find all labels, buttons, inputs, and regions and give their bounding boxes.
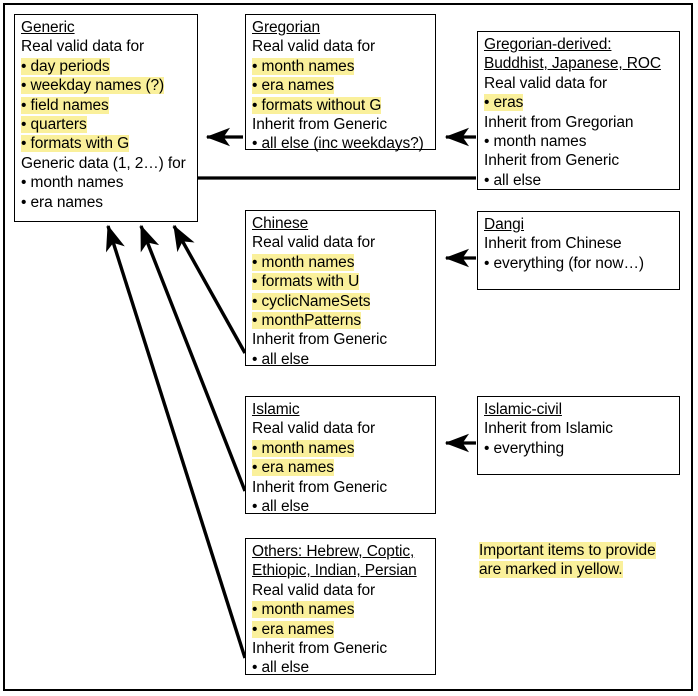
box-generic-title: Generic — [21, 19, 75, 36]
box-islamic-civil-line-2: • everything — [484, 439, 565, 457]
box-islamic-line-3: • era names — [252, 459, 334, 477]
box-chinese-title: Chinese — [252, 215, 309, 232]
box-dangi[interactable]: Dangi Inherit from Chinese • everything … — [477, 211, 680, 290]
box-gregorian[interactable]: Gregorian Real valid data for • month na… — [245, 14, 436, 153]
box-islamic-title: Islamic — [252, 401, 300, 418]
box-chinese-line-5: • monthPatterns — [252, 312, 362, 330]
box-others-title-2: Ethiopic, Indian, Persian — [252, 562, 417, 580]
box-islamic-line-4: Inherit from Generic — [252, 478, 387, 496]
box-dangi-title: Dangi — [484, 216, 524, 233]
box-others-line-5: Inherit from Generic — [252, 640, 387, 658]
box-generic-line-9: • era names — [21, 193, 103, 211]
legend-note-line-1: Important items to provide — [479, 542, 656, 559]
box-gregorian-derived-title-2: Buddhist, Japanese, ROC — [484, 55, 661, 73]
box-gregorian-derived-line-5: • month names — [484, 133, 587, 151]
box-chinese-line-4: • cyclicNameSets — [252, 292, 371, 310]
box-gregorian-derived-line-6: Inherit from Generic — [484, 152, 619, 170]
box-islamic-line-1: Real valid data for — [252, 420, 376, 438]
box-gregorian-derived-line-2: Real valid data for — [484, 74, 608, 92]
box-generic-line-1: Real valid data for — [21, 38, 145, 56]
box-others-line-6: • all else — [252, 659, 309, 677]
box-chinese[interactable]: Chinese Real valid data for • month name… — [245, 210, 436, 368]
box-generic-line-2: • day periods — [21, 57, 110, 75]
box-gregorian-line-1: Real valid data for — [252, 38, 376, 56]
legend-note: Important items to provide are marked in… — [479, 541, 684, 580]
box-generic-line-7: Generic data (1, 2…) for — [21, 154, 186, 172]
box-islamic[interactable]: Islamic Real valid data for • month name… — [245, 396, 436, 516]
box-dangi-line-2: • everything (for now…) — [484, 254, 644, 272]
box-dangi-line-1: Inherit from Chinese — [484, 235, 622, 253]
box-chinese-line-1: Real valid data for — [252, 234, 376, 252]
box-others[interactable]: Others: Hebrew, Coptic, Ethiopic, Indian… — [245, 538, 436, 677]
box-gregorian-line-6: • all else (inc weekdays?) — [252, 135, 424, 153]
box-chinese-line-7: • all else — [252, 350, 309, 368]
box-gregorian-line-3: • era names — [252, 77, 334, 95]
box-gregorian-line-4: • formats without G — [252, 96, 382, 114]
box-gregorian-line-5: Inherit from Generic — [252, 116, 387, 134]
box-chinese-line-6: Inherit from Generic — [252, 331, 387, 349]
box-chinese-line-2: • month names — [252, 253, 355, 271]
box-gregorian-title: Gregorian — [252, 19, 321, 36]
box-generic-line-4: • field names — [21, 96, 109, 114]
box-others-title-1: Others: Hebrew, Coptic, — [252, 543, 415, 560]
box-islamic-civil-title: Islamic-civil — [484, 401, 562, 418]
box-gregorian-derived-line-3: • eras — [484, 94, 524, 112]
box-others-line-3: • month names — [252, 601, 355, 619]
box-islamic-civil-line-1: Inherit from Islamic — [484, 420, 613, 438]
box-generic-line-8: • month names — [21, 174, 124, 192]
box-generic-line-5: • quarters — [21, 116, 87, 134]
box-gregorian-derived-title-1: Gregorian-derived: — [484, 36, 612, 53]
legend-note-line-2: are marked in yellow. — [479, 561, 623, 579]
box-islamic-line-2: • month names — [252, 439, 355, 457]
box-gregorian-derived-line-4: Inherit from Gregorian — [484, 113, 634, 131]
box-gregorian-line-2: • month names — [252, 57, 355, 75]
box-others-line-4: • era names — [252, 620, 334, 638]
box-generic-line-6: • formats with G — [21, 135, 130, 153]
box-gregorian-derived[interactable]: Gregorian-derived: Buddhist, Japanese, R… — [477, 31, 680, 190]
outer-frame — [3, 3, 693, 691]
box-islamic-civil[interactable]: Islamic-civil Inherit from Islamic • eve… — [477, 396, 680, 475]
box-generic[interactable]: Generic Real valid data for • day period… — [14, 14, 198, 222]
box-others-line-2: Real valid data for — [252, 581, 376, 599]
box-gregorian-derived-line-7: • all else — [484, 171, 541, 189]
box-generic-line-3: • weekday names (?) — [21, 77, 165, 95]
box-chinese-line-3: • formats with U — [252, 273, 360, 291]
box-islamic-line-5: • all else — [252, 498, 309, 516]
